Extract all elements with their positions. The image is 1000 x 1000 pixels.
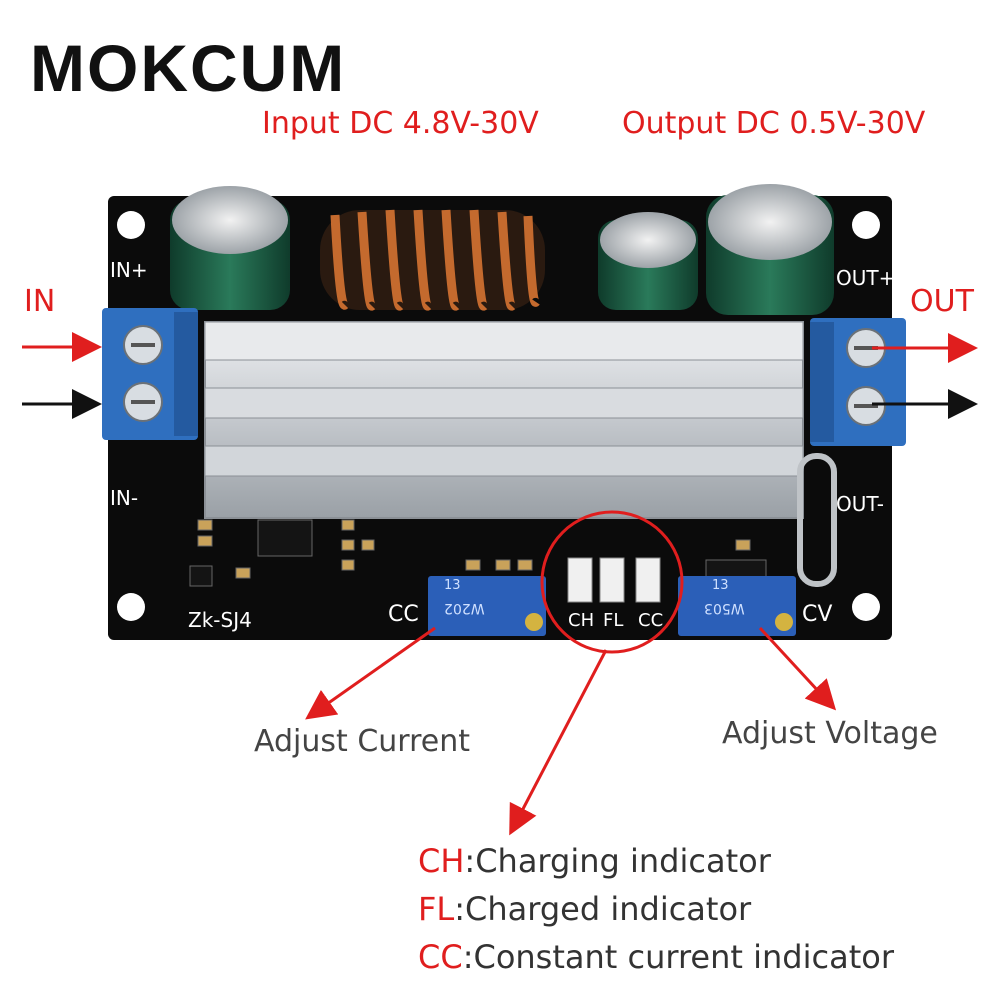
led-label-cc: CC [638,610,664,631]
capacitor-left [170,186,290,310]
legend-item-fl: FL:Charged indicator [418,890,751,928]
arrow-led-legend [509,649,608,836]
pot-left-text: W202 [444,600,485,616]
led-group [567,557,661,603]
output-spec: Output DC 0.5V-30V [622,106,926,141]
led-ch [567,557,593,603]
arrow-adjust-voltage [758,626,837,711]
potentiometer-current [428,576,546,636]
led-cc [635,557,661,603]
potentiometer-voltage [678,576,796,636]
silk-cv: CV [802,602,833,627]
mount-hole [852,593,880,621]
adjust-voltage-label: Adjust Voltage [722,716,938,751]
pot-right-top-text: 13 [712,578,729,593]
led-label-fl: FL [603,610,624,631]
mount-hole [117,211,145,239]
legend-code: CC [418,938,463,976]
legend-text: :Constant current indicator [462,938,894,976]
legend-text: :Charging indicator [464,842,771,880]
legend-text: :Charged indicator [454,890,752,928]
led-highlight-circle [540,510,684,654]
silk-cc: CC [388,602,419,627]
pot-left-top-text: 13 [444,578,461,593]
legend-code: FL [418,890,455,928]
in-label: IN [24,284,56,319]
inductor-coil [320,209,545,311]
legend-item-ch: CH:Charging indicator [418,842,771,880]
silk-in-minus: IN- [110,486,139,510]
smd-components [189,519,767,587]
mount-hole [852,211,880,239]
silk-out-minus: OUT- [836,492,884,516]
terminal-block-in [102,308,198,440]
capacitor-right [706,184,834,315]
out-label: OUT [910,284,974,319]
silk-model: Zk-SJ4 [188,608,252,632]
legend-item-cc: CC:Constant current indicator [418,938,894,976]
capacitor-mid [598,212,698,310]
input-spec: Input DC 4.8V-30V [262,106,539,141]
led-fl [599,557,625,603]
silk-out-plus: OUT+ [836,266,896,290]
brand-logo: MOKCUM [30,31,347,105]
arrow-adjust-current [305,626,436,720]
silk-in-plus: IN+ [110,258,148,282]
adjust-current-label: Adjust Current [254,724,470,759]
heatsink [204,321,804,519]
fuse-link [797,453,837,587]
legend-code: CH [418,842,465,880]
terminal-block-out [810,318,906,446]
mount-hole [117,593,145,621]
led-label-ch: CH [568,610,595,631]
pot-right-text: W503 [704,600,745,616]
